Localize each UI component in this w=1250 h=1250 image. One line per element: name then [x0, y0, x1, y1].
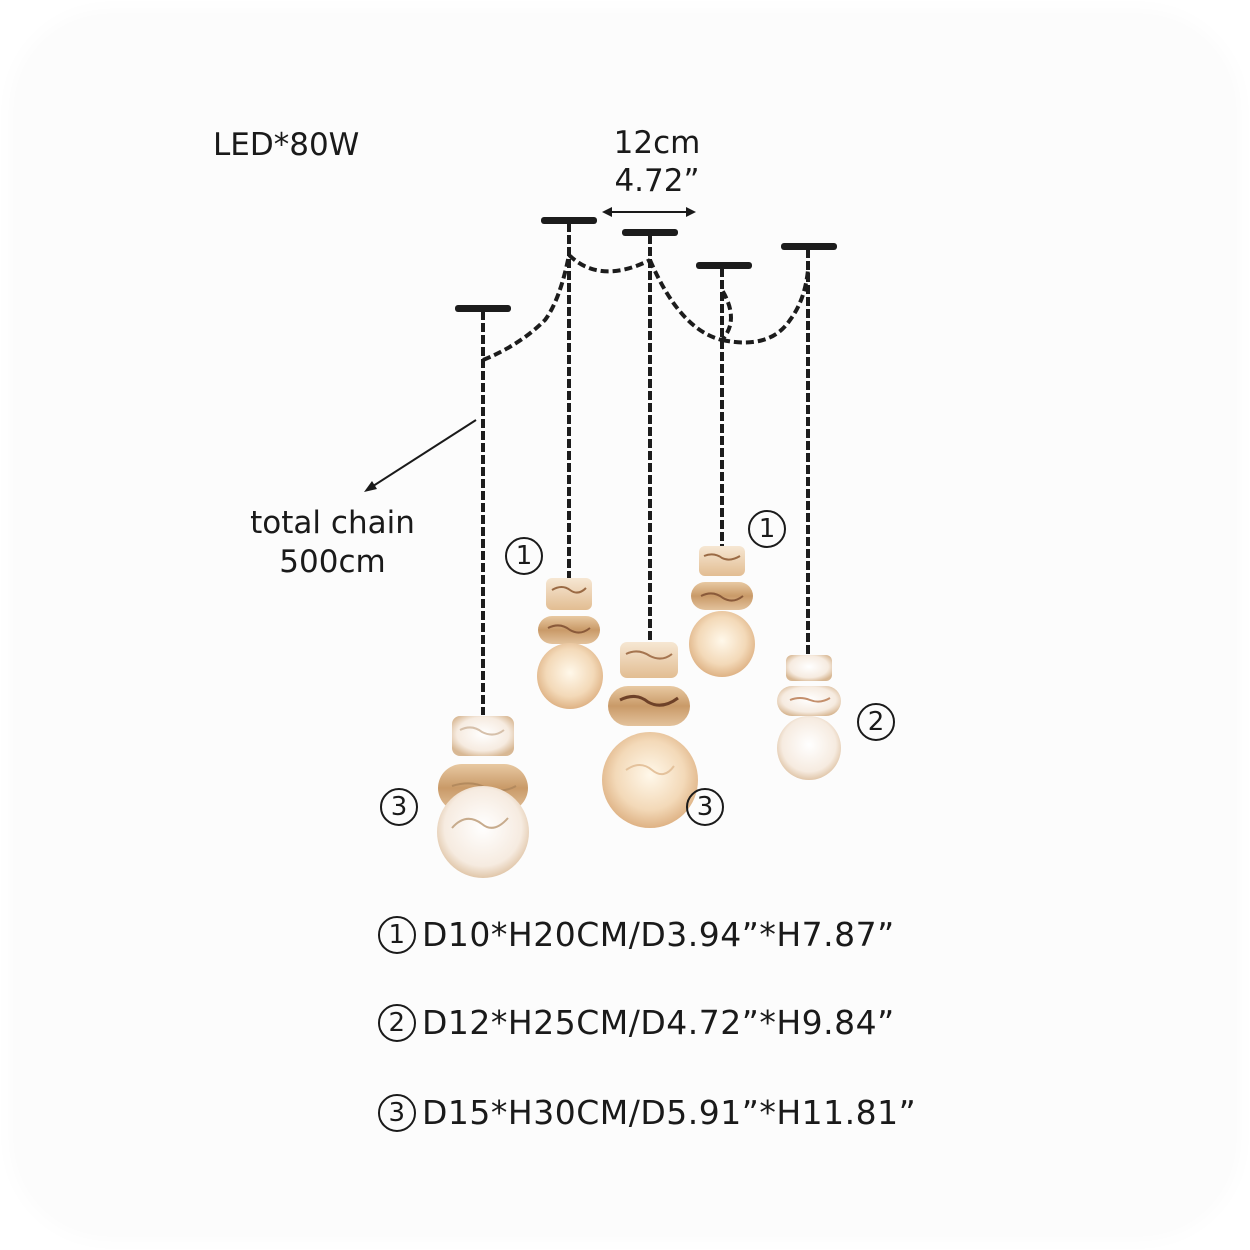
size-marker-3-left: 3	[380, 788, 418, 826]
spacing-cm-label: 12cm	[613, 125, 701, 161]
spec-text-2: D12*H25CM/D4.72”*H9.84”	[422, 1003, 895, 1042]
size-marker-1-left: 1	[505, 537, 543, 575]
chain-label-line1: total chain	[250, 505, 415, 541]
size-marker-1-right: 1	[748, 510, 786, 548]
background-card	[18, 18, 1232, 1232]
power-label: LED*80W	[213, 127, 360, 163]
spec-number-2: 2	[378, 1003, 416, 1042]
swag-chains	[482, 253, 810, 362]
size-marker-3-center: 3	[686, 788, 724, 826]
swag-1	[482, 254, 571, 362]
canopy-4	[696, 262, 752, 269]
lamp-5	[437, 716, 529, 878]
spec-row-2: 2 D12*H25CM/D4.72”*H9.84”	[378, 1003, 895, 1042]
spec-text-1: D10*H20CM/D3.94”*H7.87”	[422, 915, 895, 954]
chain-leader-arrow	[364, 419, 477, 492]
spec-row-3: 3 D15*H30CM/D5.91”*H11.81”	[378, 1093, 916, 1132]
spacing-dimension	[602, 207, 696, 217]
canopy-1	[455, 305, 511, 312]
swag-3	[648, 259, 733, 343]
spec-number-3: 3	[378, 1093, 416, 1132]
canopy-2	[541, 217, 597, 224]
swag-2	[567, 253, 651, 274]
canopy-5	[781, 243, 837, 250]
canopy-3	[622, 229, 678, 236]
lamp-3	[689, 546, 755, 677]
lamp-4	[777, 655, 841, 780]
canopies	[455, 217, 837, 312]
spec-number-1: 1	[378, 915, 416, 954]
chain-label-line2: 500cm	[279, 544, 386, 580]
lamp-1	[537, 578, 603, 709]
lamp-2	[602, 642, 698, 828]
spec-row-1: 1 D10*H20CM/D3.94”*H7.87”	[378, 915, 895, 954]
spec-text-3: D15*H30CM/D5.91”*H11.81”	[422, 1093, 917, 1132]
vertical-chains	[481, 223, 810, 715]
swag-4	[721, 269, 810, 345]
size-marker-2: 2	[857, 703, 895, 741]
spacing-inch-label: 4.72”	[614, 163, 700, 199]
